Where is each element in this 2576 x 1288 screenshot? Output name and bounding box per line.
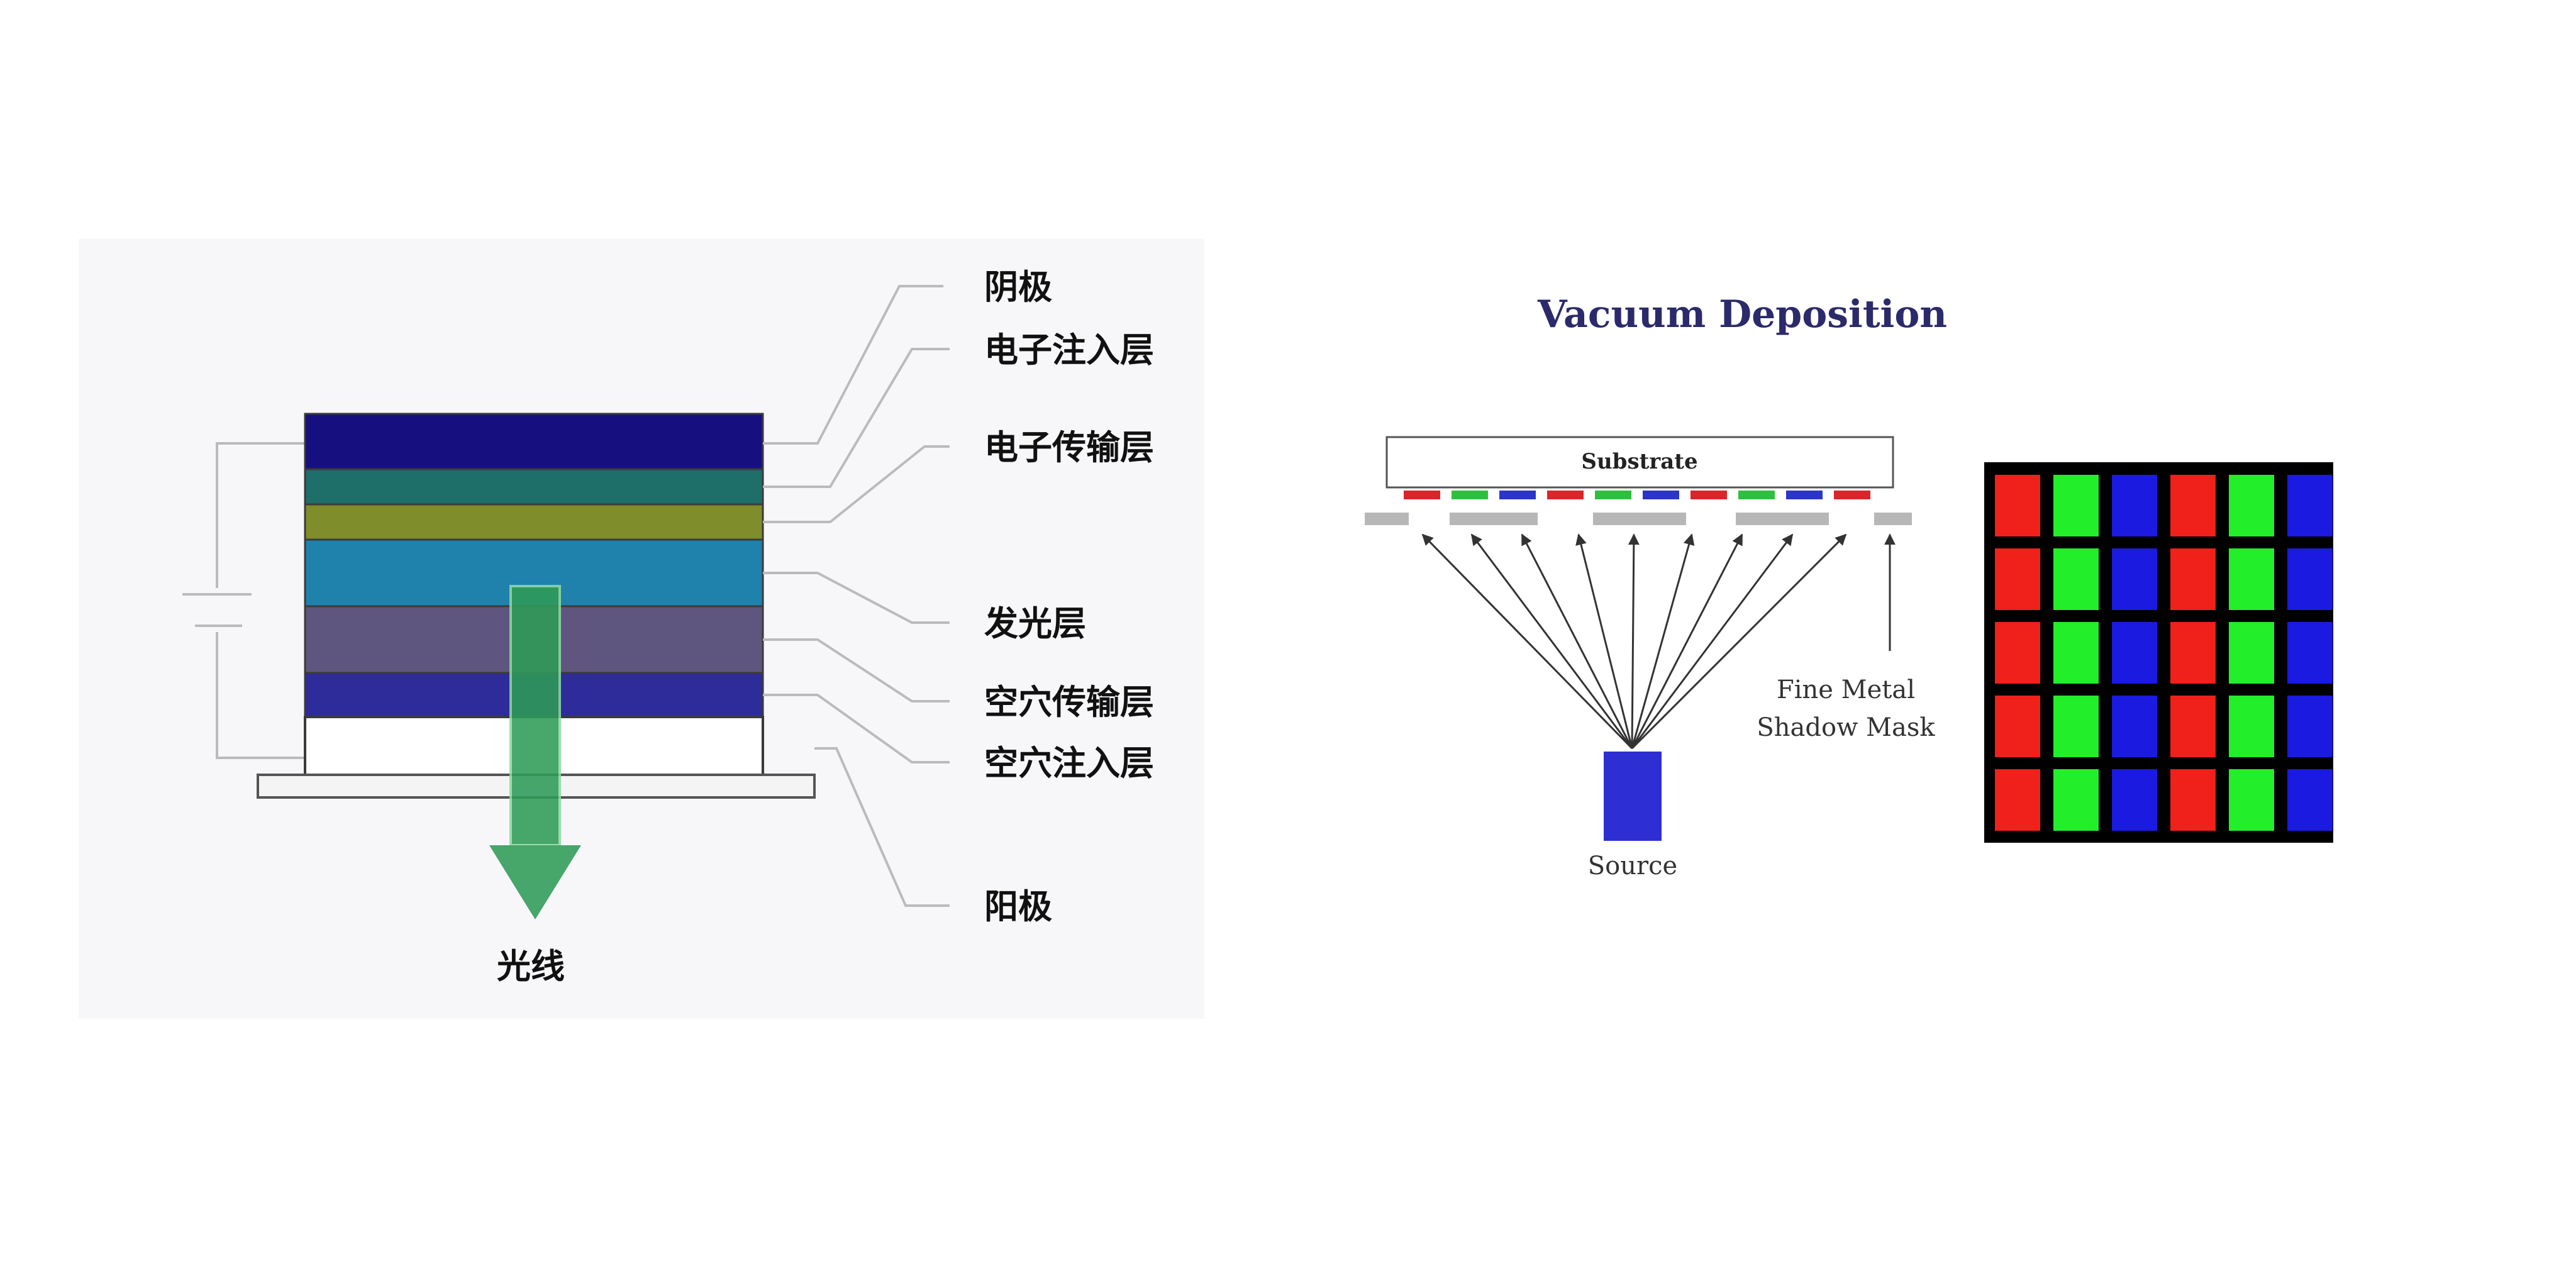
layer-etl [304,503,764,541]
subpixel-green [2053,696,2099,757]
layer-cathode [304,413,764,470]
deposit-red-4 [1834,491,1870,499]
label-htl: 空穴传输层 [984,682,1154,722]
deposit-blue-3 [1786,491,1823,499]
light-arrow-head [489,845,581,919]
subpixel-green [2053,548,2099,610]
subpixel-green [2229,548,2274,610]
ray-3 [1521,533,1633,749]
mask-label-line2: Shadow Mask [1757,713,1935,742]
label-eml: 发光层 [984,604,1086,643]
ray-5 [1628,533,1640,749]
mask-label-line1: Fine Metal [1777,675,1915,704]
ray-7 [1631,533,1743,749]
leader-anode [814,747,950,907]
subpixel-green [2053,622,2099,684]
subpixel-grid [1984,462,2333,843]
deposit-blue-1 [1499,491,1536,499]
mask-segment-5 [1874,513,1912,525]
label-light: 光线 [497,947,565,986]
source-label: Source [1588,852,1677,880]
deposit-green-2 [1595,491,1631,499]
subpixel-blue [2287,548,2333,610]
subpixel-red [1995,548,2040,610]
deposit-green-3 [1738,491,1775,499]
subpixel-grid-background [1984,462,2333,843]
ray-4 [1575,533,1633,749]
subpixel-cells [1995,475,2333,831]
subpixel-red [1995,622,2040,684]
mask-segment-4 [1736,513,1829,525]
ray-8 [1631,533,1794,749]
vacuum-deposition-diagram: Vacuum Deposition Substrate [1365,292,1947,880]
subpixel-blue [2287,622,2333,684]
deposited-subpixels [1404,491,1870,499]
layer-eil [304,468,764,506]
mask-segment-1 [1365,513,1409,525]
subpixel-red [2170,475,2216,536]
subpixel-red [2170,548,2216,610]
substrate-label: Substrate [1581,449,1697,474]
subpixel-red [1995,696,2040,757]
subpixel-red [1995,769,2040,831]
ray-1 [1421,533,1633,750]
subpixel-red [2170,696,2216,757]
subpixel-blue [2112,548,2157,610]
label-hil: 空穴注入层 [984,743,1154,783]
leader-etl [763,445,950,523]
subpixel-green [2229,475,2274,536]
evaporation-source [1604,752,1662,841]
leader-cathode [763,285,943,445]
deposition-title: Vacuum Deposition [1537,292,1947,336]
light-arrow [489,585,581,919]
leader-eml [763,572,950,624]
leader-hil [763,694,950,763]
deposit-red-2 [1547,491,1584,499]
mask-segment-3 [1593,513,1686,525]
mask-segment-2 [1450,513,1538,525]
subpixel-green [2053,475,2099,536]
shadow-mask [1365,513,1912,525]
subpixel-blue [2112,622,2157,684]
deposit-red-3 [1690,491,1727,499]
ray-2 [1470,533,1633,749]
subpixel-blue [2112,696,2157,757]
subpixel-blue [2112,769,2157,831]
deposit-green-1 [1452,491,1488,499]
ray-9 [1631,533,1847,750]
subpixel-blue [2112,475,2157,536]
subpixel-green [2229,769,2274,831]
subpixel-blue [2287,475,2333,536]
label-eil: 电子注入层 [984,330,1154,370]
label-cathode: 阴极 [984,267,1052,307]
ray-6 [1631,533,1695,749]
subpixel-blue [2287,696,2333,757]
light-arrow-shaft [509,585,561,847]
subpixel-red [2170,769,2216,831]
subpixel-blue [2287,769,2333,831]
deposit-blue-2 [1643,491,1679,499]
subpixel-green [2229,622,2274,684]
oled-stack-diagram: 阴极 电子注入层 电子传输层 发光层 空穴传输层 空穴注入层 阳极 光线 [79,239,1204,1019]
subpixel-red [1995,475,2040,536]
circuit-wire-bottom [216,632,305,759]
substrate [1385,436,1894,489]
circuit-wire-top [216,442,305,588]
leader-htl [763,638,950,702]
deposit-red-1 [1404,491,1440,499]
leader-eil [763,348,950,488]
subpixel-red [2170,622,2216,684]
label-etl: 电子传输层 [984,428,1154,467]
subpixel-green [2229,696,2274,757]
evaporation-rays [1421,533,1896,750]
subpixel-green [2053,769,2099,831]
label-anode: 阳极 [984,887,1052,926]
